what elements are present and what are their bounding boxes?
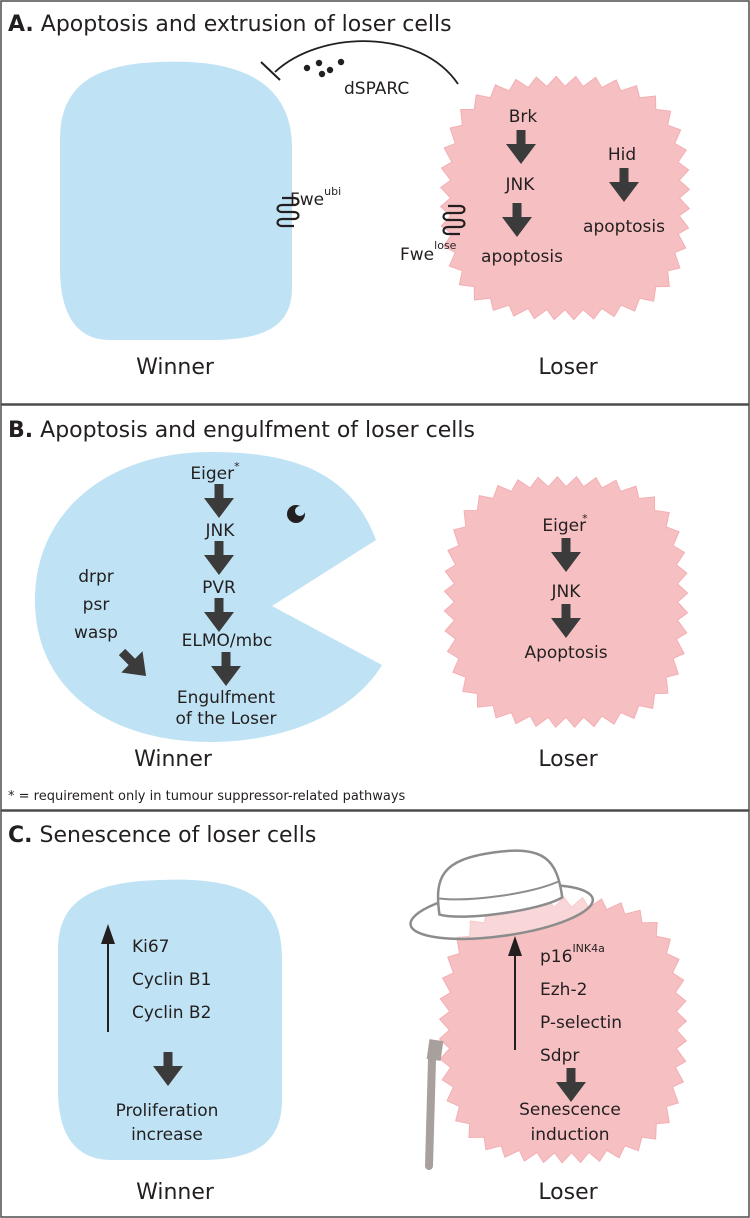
pacman-eye-icon bbox=[287, 505, 305, 523]
ki67-label: Ki67 bbox=[132, 937, 170, 957]
loser-cell-a bbox=[439, 75, 691, 321]
eiger-label-loser: Eiger* bbox=[542, 512, 588, 536]
p-selectin-label: P-selectin bbox=[540, 1013, 622, 1033]
jnk-label-a: JNK bbox=[505, 175, 536, 195]
apoptosis-right-label: apoptosis bbox=[583, 217, 665, 237]
wasp-label: wasp bbox=[74, 623, 118, 643]
apoptosis-left-label: apoptosis bbox=[481, 247, 563, 267]
fwe-ubi-label: Fweubi bbox=[290, 185, 341, 210]
fwe-lose-label: Fwelose bbox=[400, 239, 457, 265]
dsparc-inhibition-bar bbox=[260, 61, 281, 81]
dsparc-inhibition-arc bbox=[274, 40, 459, 85]
sdpr-label: Sdpr bbox=[540, 1046, 579, 1066]
dsparc-dots bbox=[303, 58, 345, 78]
walking-cane-icon bbox=[425, 1039, 444, 1170]
hid-label: Hid bbox=[608, 145, 636, 165]
winner-label-b: Winner bbox=[134, 747, 213, 772]
panel-b-title: B. Apoptosis and engulfment of loser cel… bbox=[8, 418, 475, 443]
dsparc-label: dSPARC bbox=[344, 79, 409, 99]
loser-cell-b bbox=[443, 475, 689, 729]
loser-cell-c bbox=[438, 896, 688, 1164]
proliferation-label-line1: Proliferation bbox=[116, 1101, 219, 1121]
footnote: * = requirement only in tumour suppresso… bbox=[8, 789, 406, 804]
winner-upregulation-arrowhead bbox=[101, 924, 115, 944]
ezh2-label: Ezh-2 bbox=[540, 980, 587, 1000]
jnk-label-winner: JNK bbox=[205, 521, 236, 541]
engulfment-label-line1: Engulfment bbox=[177, 688, 276, 708]
panel-a-title: A. Apoptosis and extrusion of loser cell… bbox=[8, 12, 452, 37]
panel-c: C. Senescence of loser cells Ki67 Cyclin… bbox=[0, 810, 750, 1218]
jnk-label-loser: JNK bbox=[551, 582, 582, 602]
winner-pacman-cell bbox=[35, 452, 382, 742]
cyclin-b2-label: Cyclin B2 bbox=[132, 1003, 211, 1023]
eiger-label-winner: Eiger* bbox=[190, 460, 240, 484]
panel-a: A. Apoptosis and extrusion of loser cell… bbox=[0, 0, 750, 405]
pvr-label: PVR bbox=[202, 578, 236, 598]
loser-label-b: Loser bbox=[538, 747, 598, 772]
panel-b: B. Apoptosis and engulfment of loser cel… bbox=[0, 404, 750, 811]
brk-label: Brk bbox=[509, 107, 538, 127]
winner-cell-a bbox=[60, 61, 292, 341]
senescence-label-line2: induction bbox=[531, 1125, 610, 1145]
engulfment-label-line2: of the Loser bbox=[176, 709, 277, 729]
psr-label: psr bbox=[83, 595, 110, 615]
loser-label-a: Loser bbox=[538, 355, 598, 380]
panel-c-title: C. Senescence of loser cells bbox=[8, 823, 316, 848]
elmo-mbc-label: ELMO/mbc bbox=[182, 631, 273, 651]
hat-icon bbox=[409, 849, 595, 941]
p16-label: p16INK4a bbox=[540, 942, 605, 967]
loser-label-c: Loser bbox=[538, 1180, 598, 1205]
cyclin-b1-label: Cyclin B1 bbox=[132, 970, 211, 990]
loser-upregulation-arrowhead bbox=[508, 936, 522, 956]
winner-label-a: Winner bbox=[136, 355, 215, 380]
winner-label-c: Winner bbox=[136, 1180, 215, 1205]
proliferation-label-line2: increase bbox=[131, 1125, 203, 1145]
drpr-label: drpr bbox=[78, 567, 114, 587]
apoptosis-label-loser: Apoptosis bbox=[524, 643, 607, 663]
senescence-label-line1: Senescence bbox=[519, 1100, 621, 1120]
winner-cell-c bbox=[58, 879, 282, 1160]
